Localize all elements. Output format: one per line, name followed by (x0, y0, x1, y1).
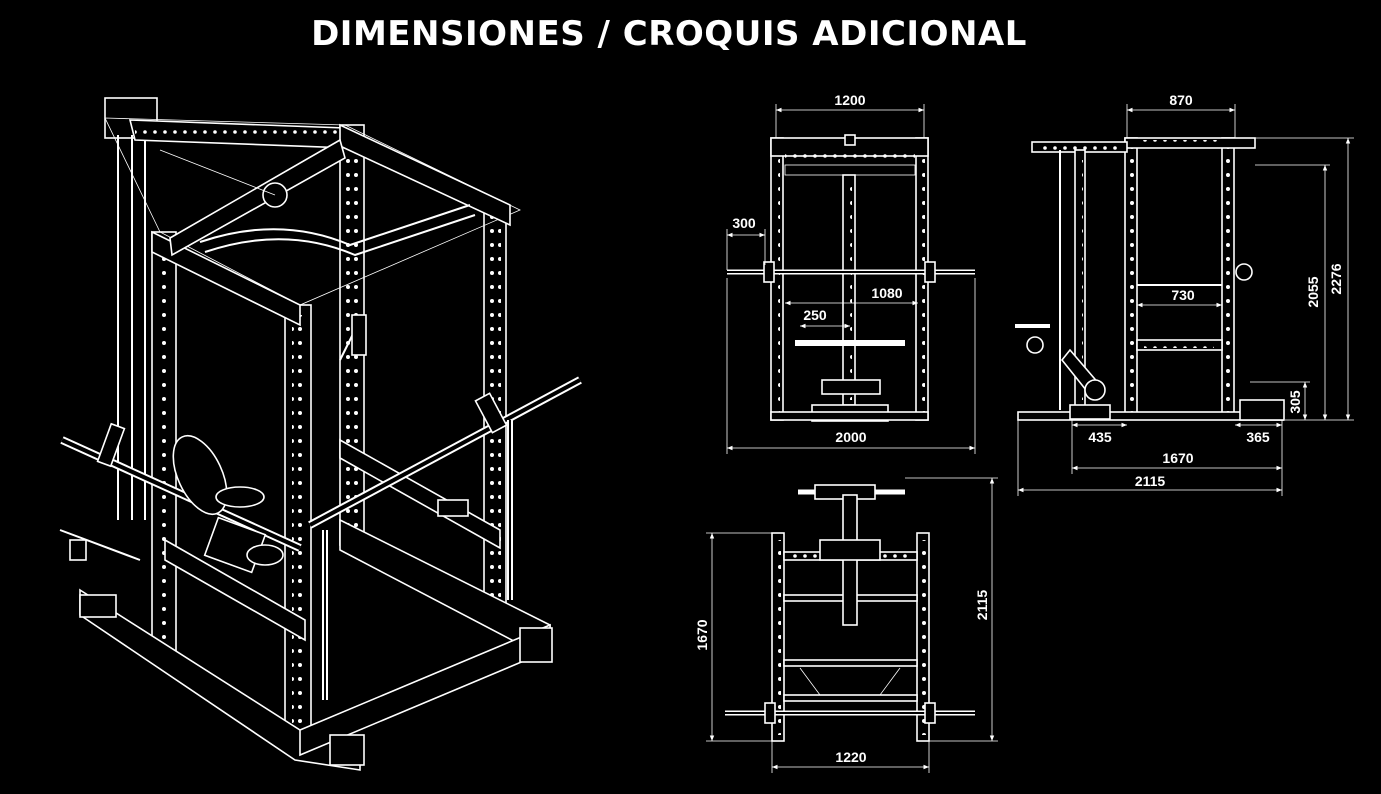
inner-depth-label: 730 (1171, 287, 1195, 303)
top-width-label: 1220 (835, 749, 866, 765)
inner-width-label: 1080 (871, 285, 902, 301)
top-dimensions: 1670 2115 1220 (694, 477, 998, 773)
top-view-icon (725, 484, 975, 742)
page-title: DIMENSIONES / CROQUIS ADICIONAL (311, 14, 1027, 54)
back-offset-label: 365 (1246, 429, 1270, 445)
base-depth-label: 1670 (1162, 450, 1193, 466)
front-dimensions: 1200 300 1080 250 2000 (726, 92, 976, 454)
total-height-label: 2276 (1328, 263, 1344, 294)
handle-width-label: 250 (803, 307, 827, 323)
bottom-height-label: 305 (1287, 390, 1303, 414)
front-view-icon (727, 134, 975, 422)
side-depth-label: 870 (1169, 92, 1193, 108)
front-offset-label: 435 (1088, 429, 1112, 445)
top-length-label: 2115 (974, 590, 990, 621)
side-dimensions: 870 730 2055 2276 305 435 365 1670 2115 (1017, 92, 1354, 496)
bar-length-label: 2000 (835, 429, 866, 445)
bar-overhang-label: 300 (732, 215, 756, 231)
inner-height-label: 2055 (1305, 276, 1321, 307)
power-rack-isometric-icon (59, 97, 582, 771)
front-width-label: 1200 (834, 92, 865, 108)
side-view-icon (1015, 137, 1285, 421)
top-depth-label: 1670 (694, 619, 710, 650)
total-depth-label: 2115 (1135, 473, 1166, 489)
